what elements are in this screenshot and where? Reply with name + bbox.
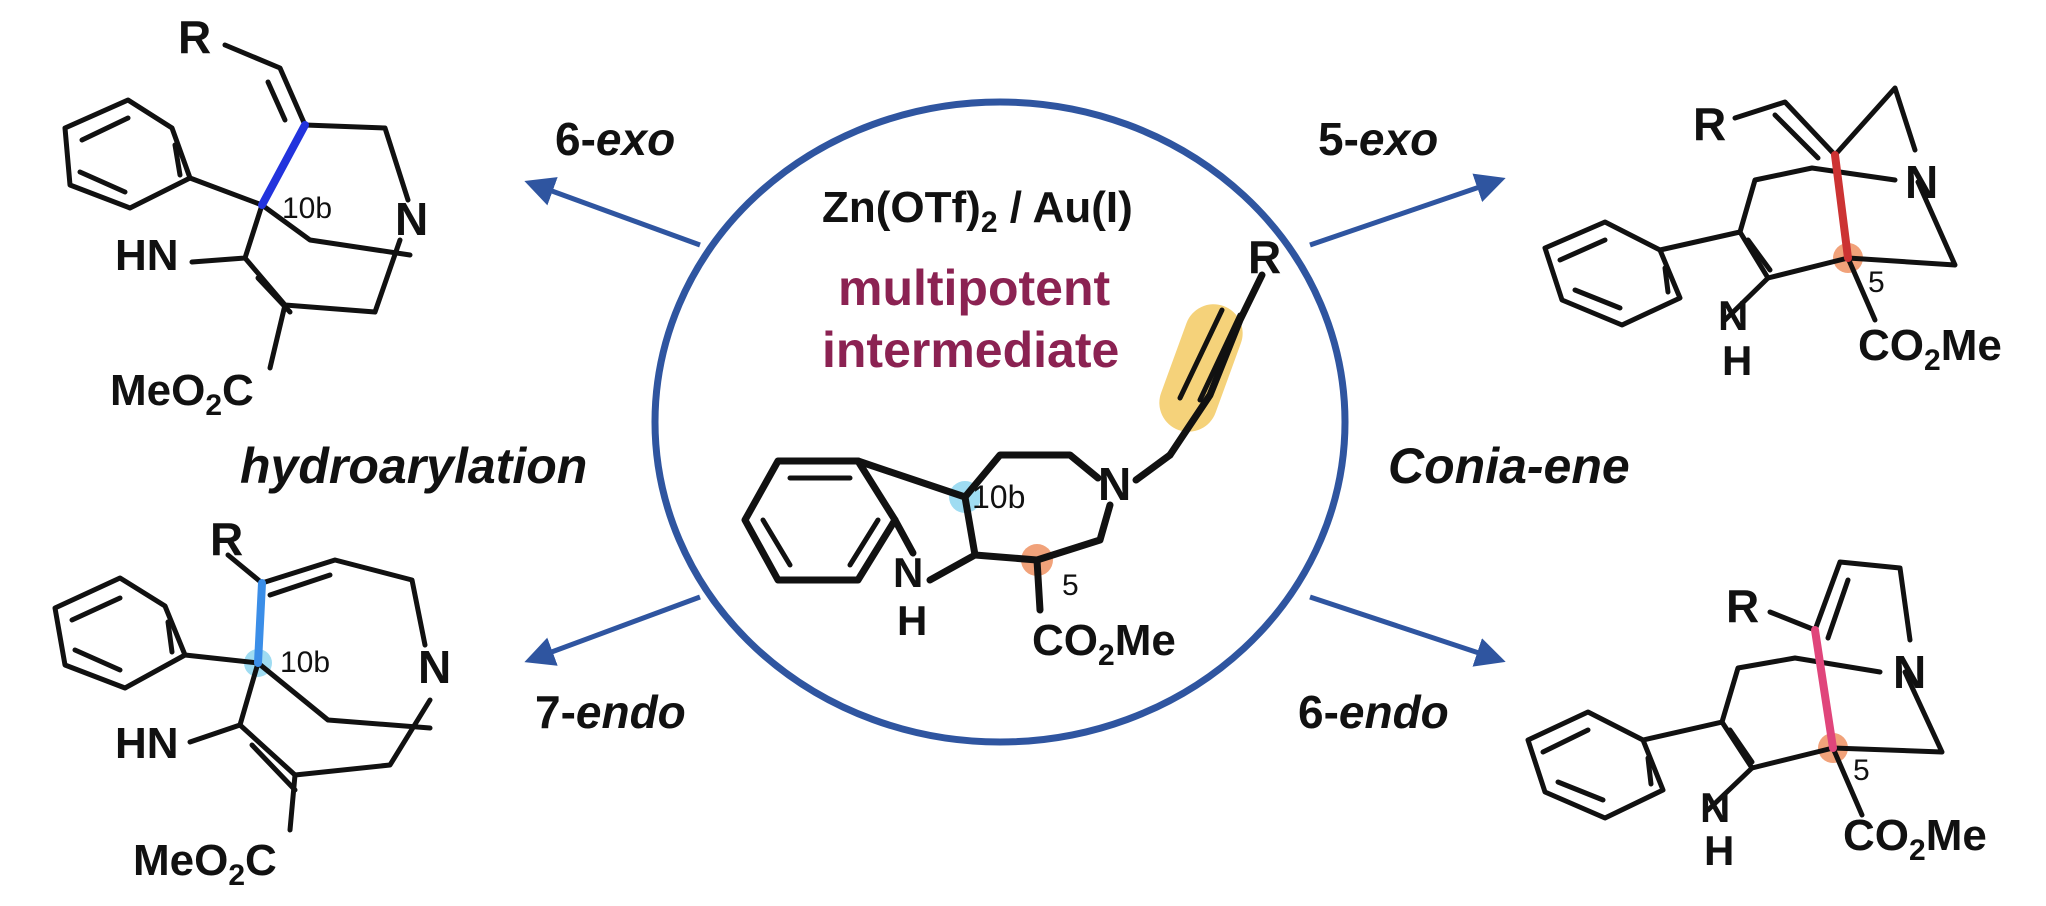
reaction-left: hydroarylation	[240, 438, 587, 494]
label-6-endo: 6-endo	[1298, 686, 1449, 738]
bl-hn: HN	[115, 719, 179, 768]
center-ester: CO2Me	[1032, 616, 1176, 672]
tr-ester: CO2Me	[1858, 321, 2002, 377]
title-line1: multipotent	[838, 260, 1111, 316]
tl-10b: 10b	[282, 192, 332, 225]
bl-n: N	[418, 641, 451, 693]
product-bl	[52, 552, 433, 833]
label-7-endo: 7-endo	[535, 686, 686, 738]
tl-hn: HN	[115, 231, 179, 280]
arrow-6-endo	[1309, 594, 1506, 667]
center-nh-n: N	[893, 549, 923, 596]
tr-n: N	[1905, 156, 1938, 208]
tl-r: R	[178, 11, 211, 63]
center-10b: 10b	[972, 479, 1025, 515]
bond-blue-tl	[258, 121, 309, 209]
tr-5: 5	[1868, 266, 1885, 299]
tr-nh-h: H	[1722, 337, 1752, 384]
central-molecule	[741, 271, 1266, 614]
center-r: R	[1248, 231, 1281, 283]
center-5: 5	[1062, 569, 1079, 602]
arrow-7-endo	[524, 594, 701, 666]
br-nh-n: N	[1700, 784, 1730, 831]
bl-ester: MeO2C	[133, 836, 277, 892]
br-r: R	[1726, 580, 1759, 632]
center-nh-h: H	[897, 597, 927, 644]
bond-pink-br	[1811, 626, 1837, 752]
title-line2: intermediate	[822, 322, 1119, 378]
br-ester: CO2Me	[1843, 811, 1987, 867]
alkyne-highlight	[1159, 304, 1243, 432]
label-6-exo: 6-exo	[555, 113, 675, 165]
tr-r: R	[1693, 98, 1726, 150]
tr-nh-n: N	[1718, 292, 1748, 339]
bl-10b: 10b	[280, 646, 330, 679]
arrow-5-exo	[1309, 173, 1506, 248]
label-5-exo: 5-exo	[1318, 113, 1438, 165]
center-n: N	[1098, 458, 1131, 510]
central-circle	[651, 98, 1349, 746]
arrow-6-exo	[524, 177, 701, 248]
reagent-label: Zn(OTf)2 / Au(I)	[822, 183, 1133, 239]
tl-ester: MeO2C	[110, 366, 254, 422]
reaction-right: Conia-ene	[1388, 438, 1630, 494]
product-br	[1525, 559, 1945, 821]
bond-red-tr	[1831, 151, 1852, 262]
br-nh-h: H	[1704, 827, 1734, 874]
br-5: 5	[1853, 754, 1870, 787]
product-tr	[1542, 85, 1958, 328]
tl-n: N	[395, 193, 428, 245]
bond-lightblue-bl	[254, 579, 266, 667]
bl-r: R	[210, 513, 243, 565]
br-n: N	[1893, 646, 1926, 698]
product-tl	[62, 42, 413, 371]
